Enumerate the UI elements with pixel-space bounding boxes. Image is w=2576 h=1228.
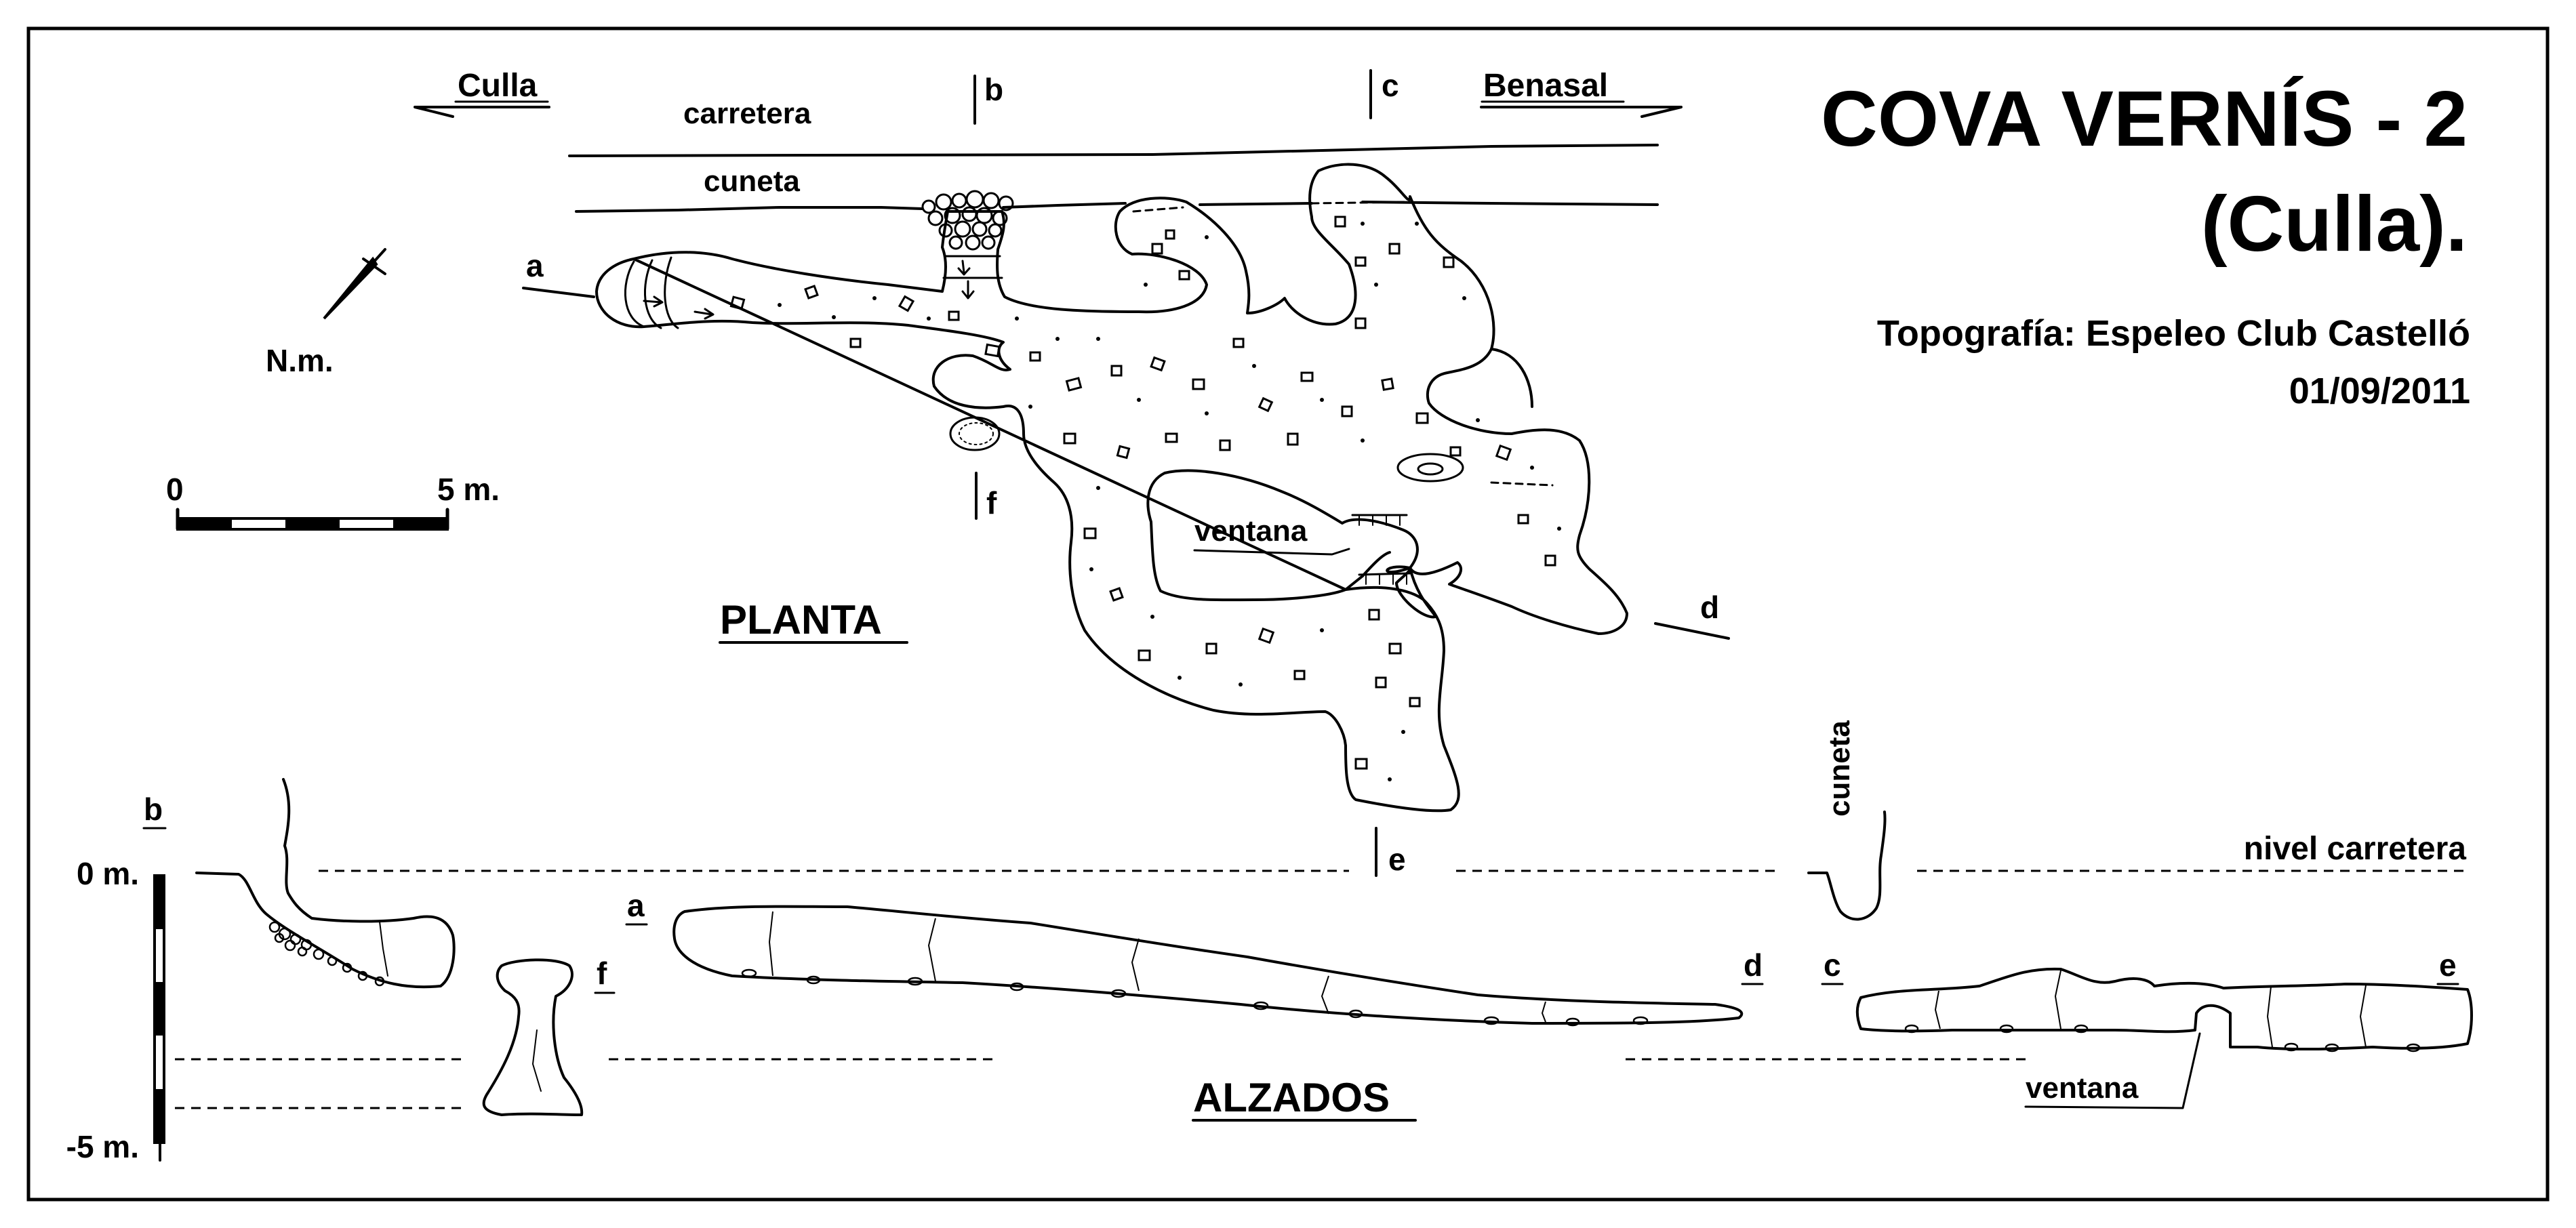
vertical-scale-seg-1: [155, 876, 164, 929]
section-f-label: f: [986, 485, 997, 520]
plan-right-lobe: [1490, 348, 1533, 408]
cave-name: COVA VERNÍS - 2: [1821, 75, 2468, 163]
level-lines: [175, 869, 2468, 1109]
section-a-label: a: [526, 248, 544, 283]
plan-window-label: ventana: [1194, 514, 1308, 548]
entrance-boulders: [921, 190, 1014, 300]
north-arrow-crossbar: [362, 258, 386, 275]
plan-heading: PLANTA: [720, 597, 882, 642]
road-label: carretera: [683, 97, 811, 130]
right-arm-dashed: [1490, 481, 1554, 487]
vertical-scale-seg-5: [155, 1089, 164, 1143]
north-arrow-icon: [323, 256, 378, 320]
plan-window: ventana: [1193, 514, 1411, 585]
section-a-line: [522, 287, 595, 298]
left-end-slope: [624, 256, 715, 329]
vertical-scale-seg-3: [155, 982, 164, 1036]
lobe-dashed-2: [1310, 201, 1411, 205]
plan-cave-outline: [595, 163, 1628, 813]
scale-end-label: 5 m.: [437, 472, 500, 507]
elev-f-label: f: [597, 956, 607, 991]
ditch-profile: [1807, 811, 1887, 921]
culla-arrow: [414, 106, 550, 118]
section-a-d-profile: a d: [625, 888, 1764, 1027]
culla-label: Culla: [458, 68, 538, 104]
elev-b-label: b: [144, 792, 163, 827]
lobe-dashed-1: [1132, 206, 1184, 213]
section-c-e-profile: c e ventana: [1821, 947, 2473, 1109]
north-arrow-tip: [371, 248, 386, 264]
plan-view: PLANTA a: [522, 163, 1730, 813]
elev-ditch-label: cuneta: [1823, 720, 1856, 817]
topography-credit: Topografía: Espeleo Club Castelló: [1877, 313, 2470, 354]
scale-segment-5: [393, 518, 447, 529]
section-d-line: [1654, 622, 1730, 640]
horizontal-scale-bar: 0 5 m.: [166, 472, 500, 531]
ditch-label: cuneta: [704, 165, 800, 198]
benasal-label: Benasal: [1483, 68, 1608, 104]
plan-sinkhole: [949, 416, 1001, 451]
vertical-scale-bottom-label: -5 m.: [66, 1129, 139, 1164]
elev-d-label: d: [1744, 947, 1763, 983]
benasal-arrow: [1480, 106, 1683, 118]
title-block: COVA VERNÍS - 2 (Culla). Topografía: Esp…: [1821, 75, 2470, 411]
elevations-heading: ALZADOS: [1193, 1075, 1390, 1120]
vertical-scale-bar: 0 m. -5 m.: [66, 856, 165, 1164]
scale-start-label: 0: [166, 472, 184, 507]
section-b-profile: b: [142, 778, 456, 989]
elev-section-e-label: e: [1388, 842, 1406, 877]
road-level-label: nivel carretera: [2244, 831, 2467, 867]
north-arrow: N.m.: [266, 248, 386, 378]
section-b-label: b: [984, 72, 1003, 107]
scale-segment-3: [285, 518, 340, 529]
vertical-scale-top-label: 0 m.: [77, 856, 139, 891]
plan-rubble: [729, 216, 1556, 770]
elev-a-label: a: [627, 888, 645, 923]
elev-e-label: e: [2439, 947, 2457, 983]
section-d-label: d: [1700, 590, 1719, 625]
plan-dots: [778, 222, 1561, 781]
road-group: Culla Benasal carretera cuneta b c: [414, 68, 1683, 213]
map-frame: [26, 26, 2550, 1202]
north-label: N.m.: [266, 343, 334, 378]
plan-small-hole: [1396, 453, 1464, 483]
ditch-line: [575, 201, 1659, 213]
elevations-view: ALZADOS 0 m. -5 m. nivel carretera e: [66, 720, 2473, 1164]
road-edge-line: [568, 144, 1659, 157]
survey-date: 01/09/2011: [2289, 371, 2470, 411]
section-f-profile: f: [482, 956, 616, 1116]
elev-window-label: ventana: [2026, 1071, 2139, 1105]
cave-locality: (Culla).: [2201, 180, 2468, 268]
elev-c-label: c: [1824, 947, 1841, 983]
section-c-label: c: [1382, 68, 1399, 103]
scale-segment-1: [178, 518, 232, 529]
